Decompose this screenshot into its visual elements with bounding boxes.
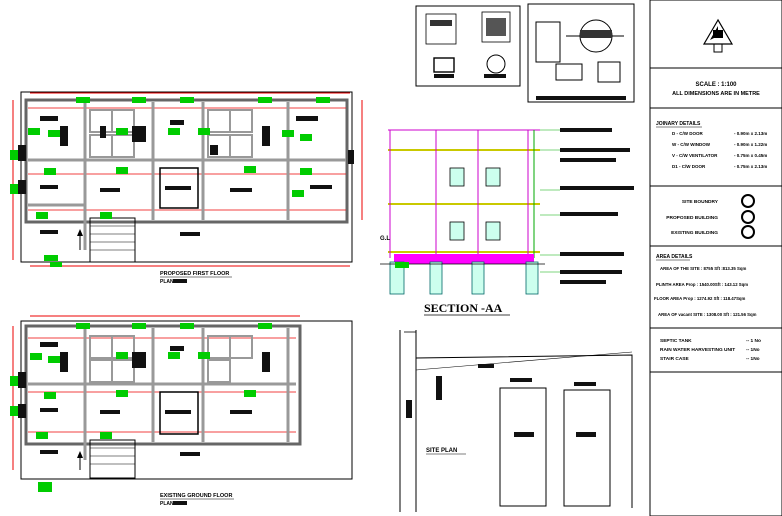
first-floor-subtitle: PLAN <box>160 279 174 285</box>
area-line: FLOOR AREA Prop : 1274.92 Sft : 118.47Sq… <box>654 296 746 301</box>
legend-label: SITE BOUNDRY <box>682 199 719 205</box>
amenity-name: SEPTIC TANK <box>660 338 692 344</box>
amenity-count: -- 1 No <box>746 338 761 344</box>
joinery-code: V - C/W VENTILATOR <box>672 153 718 158</box>
amenity-count: -- 1No <box>746 347 760 353</box>
area-line: PLINTH AREA Prop : 1540.00Sft : 143.12 S… <box>656 282 748 287</box>
joinery-size: - 0.90m x 1.22m <box>734 142 767 147</box>
area-line: AREA OF THE SITE : 8755 Sft :813.35 Sqm <box>660 266 746 271</box>
site-plan <box>399 330 633 512</box>
legend-symbol <box>741 210 755 224</box>
joinery-size: - 0.90m x 2.13m <box>734 131 767 136</box>
ground-floor-plan <box>10 315 353 492</box>
area-line: AREA OF vacant SITE : 1308.00 Sft : 121.… <box>658 312 757 317</box>
joinery-heading: JOINARY DETAILS <box>656 121 701 127</box>
legend-symbol <box>741 225 755 239</box>
dimensions-note: ALL DIMENSIONS ARE IN METRE <box>672 91 760 97</box>
legend-label: EXISTING BUILDING <box>671 230 718 236</box>
title-block <box>649 0 782 516</box>
first-floor-plan <box>10 91 363 267</box>
area-heading: AREA DETAILS <box>656 254 693 260</box>
septic-tank-detail <box>415 5 521 87</box>
ground-level-label: G.L <box>380 236 390 242</box>
amenity-name: STAIR CASE <box>660 356 689 362</box>
legend-symbol <box>741 194 755 208</box>
scale-note: SCALE : 1:100 <box>695 82 737 88</box>
amenity-name: RAIN WATER HARVESTING UNIT <box>660 347 735 353</box>
ground-floor-subtitle: PLAN <box>160 501 174 507</box>
joinery-code: W - C/W WINDOW <box>672 142 711 147</box>
section-title: SECTION -AA <box>424 301 503 315</box>
joinery-code: D - C/W DOOR <box>672 131 703 136</box>
site-plan-title: SITE PLAN <box>426 448 457 454</box>
amenity-count: -- 1No <box>746 356 760 362</box>
north-arrow-icon <box>702 18 734 53</box>
joinery-size: - 0.75m x 2.13m <box>734 164 767 169</box>
joinery-size: - 0.75m x 0.45m <box>734 153 767 158</box>
ground-floor-title: EXISTING GROUND FLOOR <box>160 493 232 499</box>
section-aa <box>380 128 634 295</box>
legend-label: PROPOSED BUILDING <box>666 215 718 221</box>
joinery-code: D1 - C/W DOOR <box>672 164 706 169</box>
first-floor-title: PROPOSED FIRST FLOOR <box>160 271 229 277</box>
rainwater-harvesting-detail <box>527 3 635 103</box>
